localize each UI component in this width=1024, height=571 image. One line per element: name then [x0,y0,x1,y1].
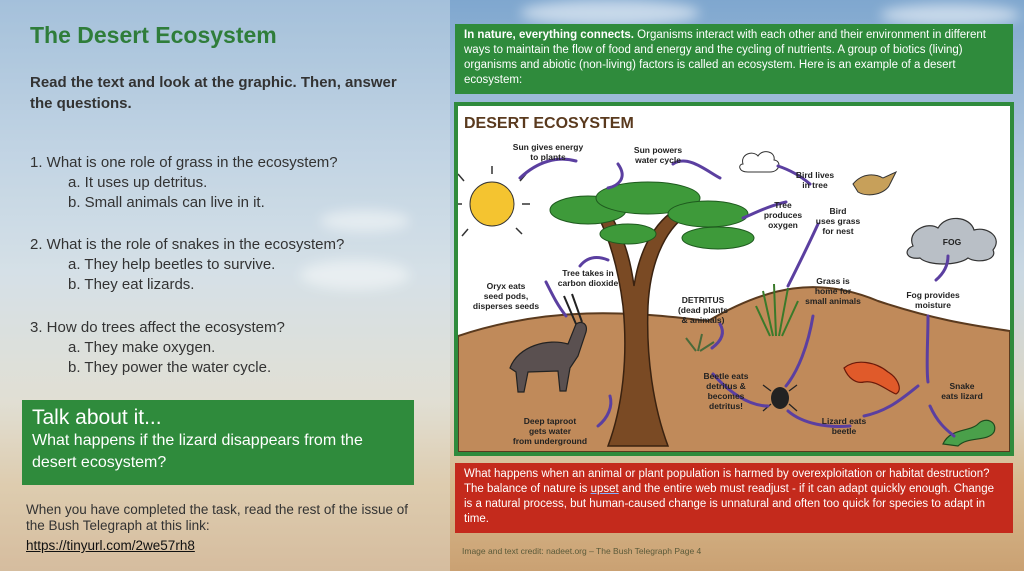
option-a: a. They help beetles to survive. [68,256,276,273]
grass-tuft-icon [755,283,799,337]
label-tree-co2: Tree takes in [562,268,614,278]
label-beetle: Beetle eats [704,371,749,381]
label-taproot: gets water [529,426,572,436]
beetle-icon [762,384,798,412]
label-lizard: Lizard eats [822,416,867,426]
talk-heading: Talk about it... [32,406,162,429]
bird-icon [852,170,898,196]
image-credit: Image and text credit: nadeet.org – The … [462,546,702,556]
option-a: a. It uses up detritus. [68,174,208,191]
label-taproot: from underground [513,436,587,446]
question-text: 2. What is the role of snakes in the eco… [30,236,345,253]
intro-lead: In nature, everything connects. [464,29,634,41]
small-cloud-icon [739,151,780,173]
page-title: The Desert Ecosystem [30,22,277,48]
label-snake: eats lizard [941,391,983,401]
label-bird-tree: Bird lives [796,170,835,180]
label-fog: FOG [943,237,962,247]
warning-highlight: upset [590,483,619,495]
label-beetle: becomes [708,391,745,401]
label-taproot: Deep taproot [524,416,577,426]
intro-body: Organisms interact with each other and t… [464,29,986,86]
label-bird-grass: Bird [830,206,847,216]
desert-ecosystem-diagram: DESERT ECOSYSTEM [454,102,1014,456]
label-bird-tree: in tree [802,180,828,190]
label-grass-home: home for [815,286,852,296]
talk-about-it-box: Talk about it... What happens if the liz… [22,400,414,485]
detritus-plant-icon [685,333,715,352]
label-fog-moisture: moisture [915,300,951,310]
label-detritus: (dead plants [678,305,728,315]
label-grass-home: Grass is [816,276,850,286]
label-bird-grass: for nest [822,226,853,236]
label-tree-oxygen: produces [764,210,803,220]
instructions: Read the text and look at the graphic. T… [30,74,397,112]
diagram-title: DESERT ECOSYSTEM [464,115,634,132]
question-1: 1. What is one role of grass in the ecos… [30,153,450,213]
question-text: 1. What is one role of grass in the ecos… [30,154,338,171]
sun-icon [458,166,530,237]
label-detritus: & animals) [682,315,725,325]
snake-icon [942,419,996,447]
fog-cloud-icon [906,217,997,265]
connection-arrows [518,157,956,438]
intro-box: In nature, everything connects. Organism… [455,24,1013,94]
label-sun-water: water cycle [634,155,681,165]
option-b: b. They power the water cycle. [68,359,272,376]
label-fog-moisture: Fog provides [906,290,960,300]
label-tree-oxygen: Tree [774,200,792,210]
diagram-canvas: DESERT ECOSYSTEM [458,106,1010,452]
label-oryx: seed pods, [484,291,528,301]
label-lizard: beetle [832,426,857,436]
label-beetle: detritus & [706,381,746,391]
option-b: b. Small animals can live in it. [68,194,265,211]
label-bird-grass: uses grass [816,216,861,226]
label-sun-energy: Sun gives energy [513,142,584,152]
talk-question: What happens if the lizard disappears fr… [32,432,363,471]
label-snake: Snake [949,381,974,391]
question-text: 3. How do trees affect the ecosystem? [30,319,285,336]
bush-telegraph-link[interactable]: https://tinyurl.com/2we57rh8 [26,538,195,553]
label-beetle: detritus! [709,401,743,411]
option-b: b. They eat lizards. [68,276,195,293]
tree-icon [549,181,755,447]
question-2: 2. What is the role of snakes in the eco… [30,235,450,295]
option-a: a. They make oxygen. [68,339,216,356]
footer-instructions: When you have completed the task, read t… [26,502,408,533]
label-tree-oxygen: oxygen [768,220,798,230]
label-sun-energy: to plants [530,152,566,162]
question-3: 3. How do trees affect the ecosystem? a.… [30,318,450,378]
label-sun-water: Sun powers [634,145,682,155]
warning-text-1: What happens when an animal or plant pop… [464,468,990,495]
habitat-warning-box: What happens when an animal or plant pop… [455,463,1013,533]
oryx-icon [509,293,587,393]
lizard-icon [843,361,900,395]
warning-text-2: and the entire web must readjust - if it… [464,483,994,525]
label-oryx: Oryx eats [487,281,526,291]
label-detritus: DETRITUS [682,295,725,305]
label-tree-co2: carbon dioxide [558,278,619,288]
label-oryx: disperses seeds [473,301,539,311]
label-grass-home: small animals [805,296,861,306]
